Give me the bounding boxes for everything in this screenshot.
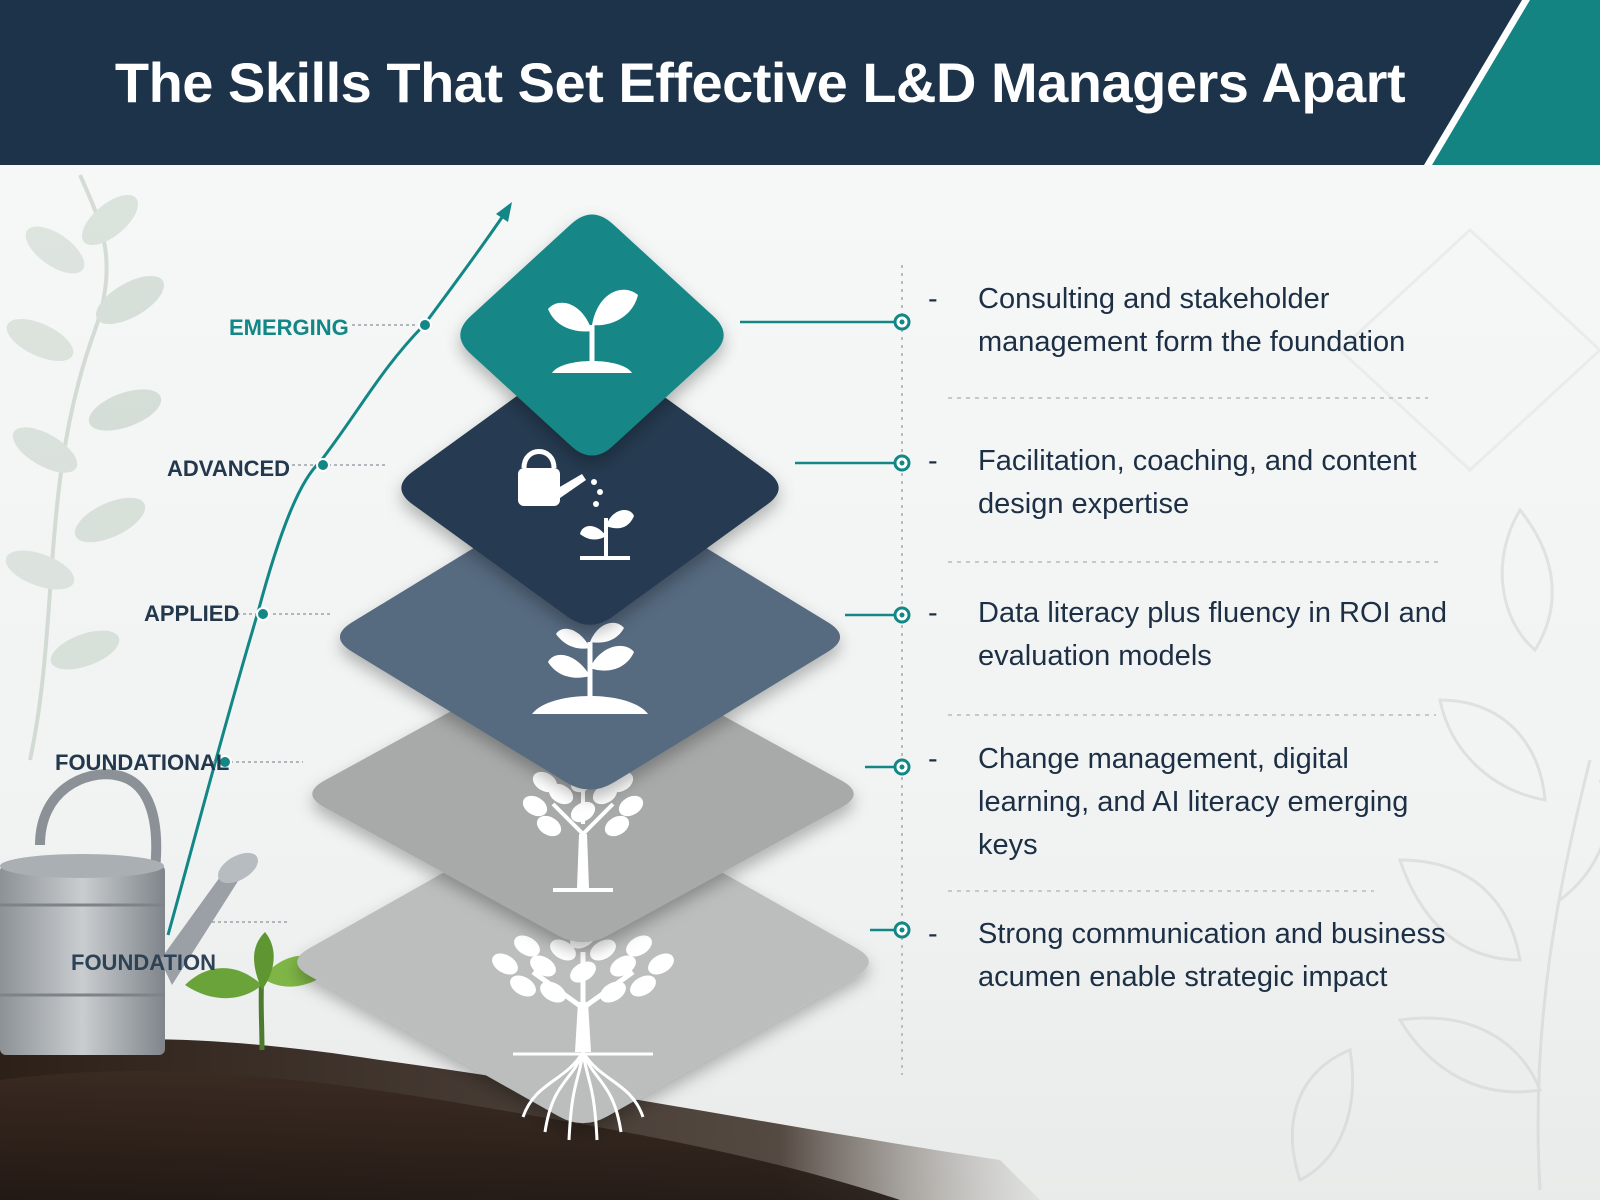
level-label-applied: APPLIED <box>144 601 240 626</box>
growth-arrow <box>166 202 512 936</box>
tier-applied <box>339 484 841 790</box>
header-bar: The Skills That Set Effective L&D Manage… <box>0 0 1600 165</box>
watering-can-sprout-icon <box>518 449 634 560</box>
level-label-foundation: FOUNDATION <box>71 950 217 975</box>
bullet-dash: - <box>928 597 938 629</box>
level-label-advanced: ADVANCED <box>167 456 291 481</box>
header-accent-stripe <box>1424 0 1600 165</box>
bullet-text: Facilitation, coaching, and content desi… <box>978 445 1417 520</box>
bullet-item-5: - Strong communication and business acum… <box>928 913 1452 999</box>
bullet-item-4: - Change management, digital learning, a… <box>928 738 1452 867</box>
bullet-text: Data literacy plus fluency in ROI and ev… <box>978 597 1448 672</box>
decorative-leaves-right <box>1290 227 1600 1191</box>
bullet-text: Change management, digital learning, and… <box>978 743 1409 861</box>
connector-line <box>740 313 911 331</box>
label-leader <box>237 607 330 621</box>
bullet-text: Strong communication and business acumen… <box>978 918 1446 993</box>
tier-foundational <box>312 645 854 943</box>
bullet-dash: - <box>928 918 938 950</box>
tier-foundation <box>297 800 869 1141</box>
sprout-icon <box>548 289 638 373</box>
young-plant-icon <box>532 622 648 714</box>
bullet-dividers <box>948 397 1440 892</box>
connector-line <box>845 606 911 624</box>
bullet-dash: - <box>928 445 938 477</box>
label-leader <box>292 458 385 472</box>
bullet-item-2: - Facilitation, coaching, and content de… <box>928 440 1452 526</box>
label-leader <box>352 318 432 332</box>
label-leader <box>212 755 303 769</box>
watering-can-illustration <box>0 769 258 1055</box>
tier-advanced <box>401 351 779 625</box>
bullet-dash: - <box>928 283 938 315</box>
tier-emerging <box>460 214 724 456</box>
bullet-dash: - <box>928 743 938 775</box>
bullet-item-3: - Data literacy plus fluency in ROI and … <box>928 592 1452 678</box>
bullet-text: Consulting and stakeholder management fo… <box>978 283 1406 358</box>
decorative-leaves-left <box>5 174 164 761</box>
page-title: The Skills That Set Effective L&D Manage… <box>114 51 1406 114</box>
connector-line <box>865 758 911 776</box>
connector-line <box>870 921 911 939</box>
bullet-item-1: - Consulting and stakeholder management … <box>928 278 1452 364</box>
connector-line <box>795 454 911 472</box>
level-label-emerging: EMERGING <box>229 315 349 340</box>
level-label-foundational: FOUNDATIONAL <box>55 750 230 775</box>
